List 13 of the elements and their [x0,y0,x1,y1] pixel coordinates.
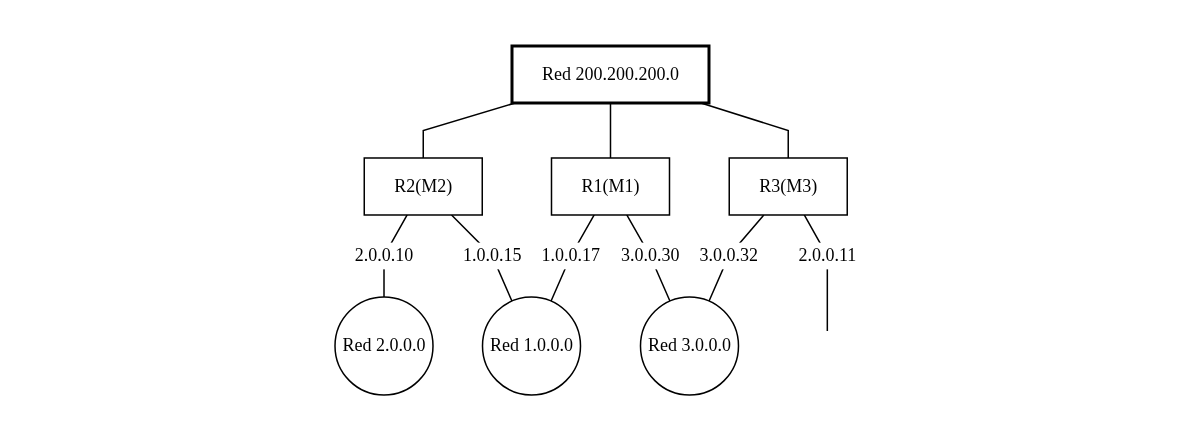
node-box: R2(M2) [363,156,484,216]
node-circle: Red 2.0.0.0 [334,295,435,396]
node-circle: Red 1.0.0.0 [482,295,582,396]
edge-label: 2.0.0.11 [798,244,857,265]
edge-label: 1.0.0.15 [463,244,522,265]
node-box: R1(M1) [551,156,671,216]
edge-label: 3.0.0.30 [621,244,680,265]
edge-label: 2.0.0.10 [355,244,414,265]
node-circle: Red 3.0.0.0 [640,295,740,396]
edge-label: 3.0.0.32 [699,244,759,265]
edge-label: 1.0.0.17 [541,244,601,265]
node-box: R3(M3) [728,156,849,216]
node-box: Red 200.200.200.0 [510,44,711,104]
